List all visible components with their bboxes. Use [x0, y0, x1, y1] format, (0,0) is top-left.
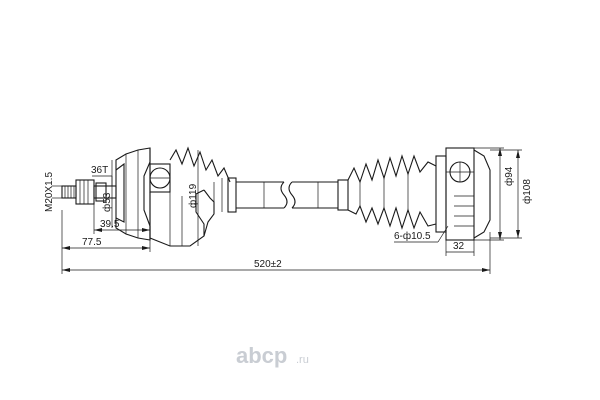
dim-dia-119: ф119 [187, 183, 199, 208]
dim-total-length: 520±2 [254, 259, 282, 270]
dim-bolts: 6-ф10.5 [394, 230, 431, 242]
inner-cv-joint [435, 147, 491, 241]
dimension-lines [52, 147, 522, 274]
dim-thread: M20X1.5 [44, 172, 55, 212]
shaft [236, 181, 338, 209]
abcp-watermark-logo: abcp .ru [236, 343, 309, 368]
watermark-domain: .ru [296, 354, 309, 366]
watermark-brand: abcp [236, 343, 287, 368]
dim-dia-94: ф94 [503, 166, 515, 186]
outer-boot [169, 146, 237, 237]
dim-teeth: 36T [91, 165, 108, 176]
dim-32: 32 [453, 241, 465, 252]
inner-boot [337, 154, 437, 230]
dim-dia-53: ф53 [101, 192, 113, 212]
dim-39-5: 39.5 [100, 219, 120, 230]
dim-77-5: 77.5 [82, 237, 102, 248]
dim-dia-108: ф108 [521, 179, 533, 204]
